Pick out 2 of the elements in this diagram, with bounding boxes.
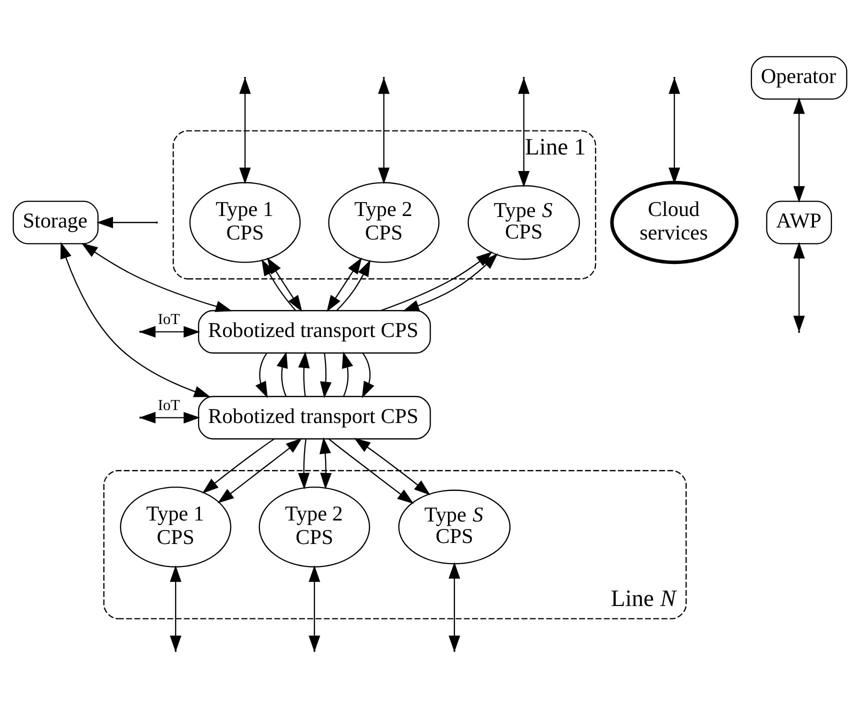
- edge-label: IoT: [158, 396, 180, 414]
- edge-label: IoT: [158, 310, 180, 328]
